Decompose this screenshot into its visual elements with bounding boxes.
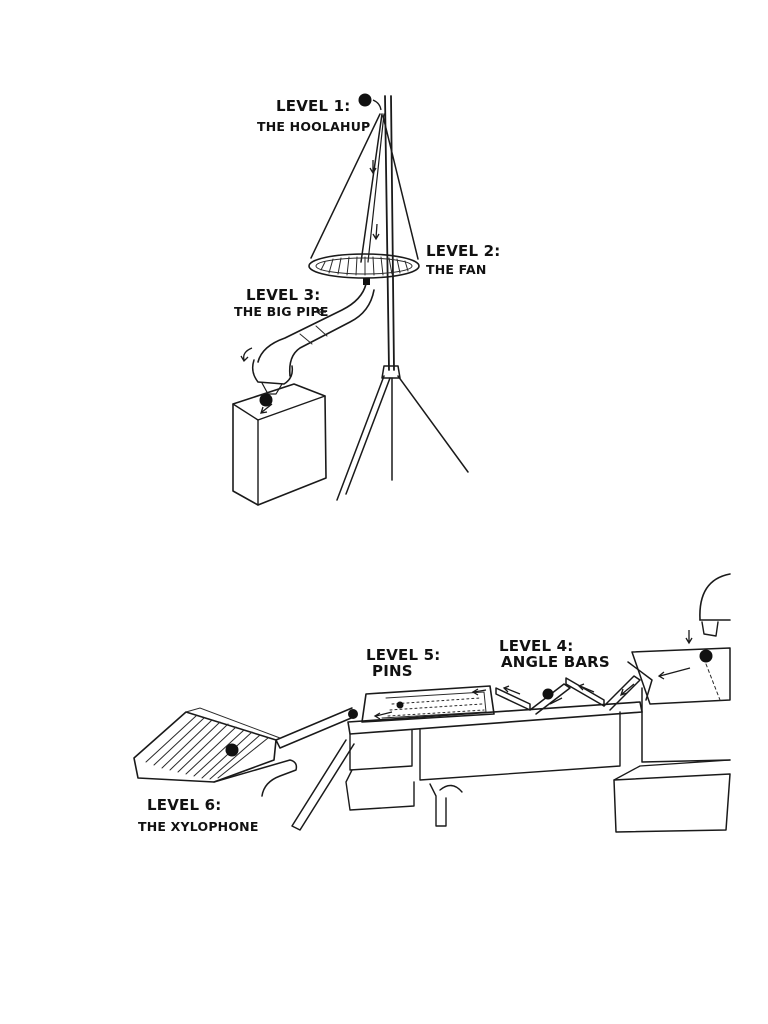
level-4-name: ANGLE BARS [501,653,610,671]
level-3-name: THE BIG PIPE [234,304,329,319]
tripod-stand [337,366,468,500]
landing-box [233,384,326,505]
level-3-title: LEVEL 3: [246,286,320,304]
start-arrow [373,100,381,110]
angle-bar-ball [543,689,554,700]
level-2-title: LEVEL 2: [426,242,500,260]
ramp [276,708,356,830]
xylophone [134,708,296,796]
xylophone-ball [226,744,239,757]
ramp-ball [348,709,358,719]
support-blocks [614,648,730,832]
level-6-title: LEVEL 6: [147,796,221,814]
start-ball [359,94,372,107]
level-5-name: PINS [372,662,413,680]
stand-pole [385,96,394,370]
fan-disc [309,254,419,278]
hoolahup-triangle [311,114,418,262]
bottom-panel-drawing: LEVEL 5: PINS LEVEL 4: ANGLE BARS LEVEL … [134,574,730,834]
level-6-name: THE XYLOPHONE [138,819,259,834]
level-1-title: LEVEL 1: [276,97,350,115]
level-2-name: THE FAN [426,262,487,277]
level-1-name: THE HOOLAHUP [257,119,370,134]
start-ball-bottom [700,650,713,663]
top-panel-drawing: LEVEL 1: THE HOOLAHUP [233,94,500,506]
dispenser-dome [686,574,730,643]
pins-ball [397,702,404,709]
